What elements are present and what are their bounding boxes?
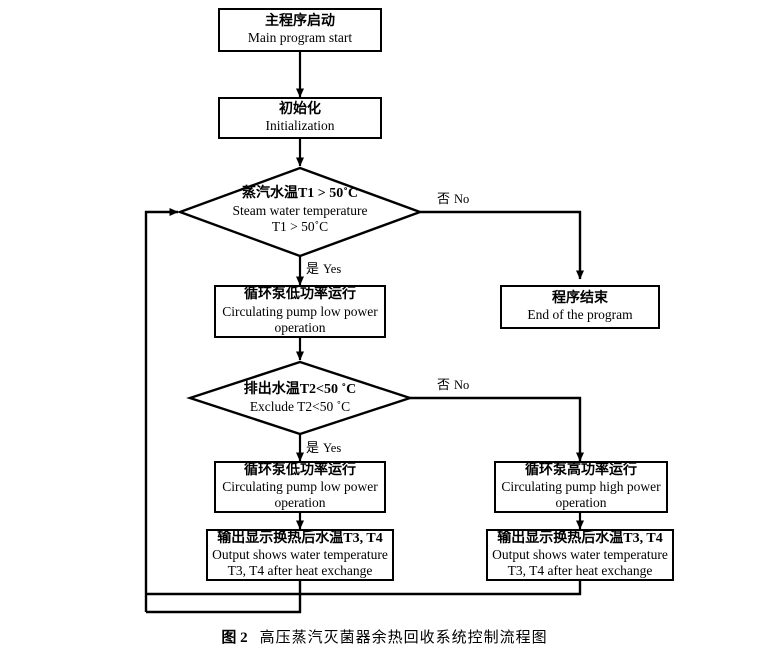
node-output-left-en-line2: T3, T4 after heat exchange <box>227 563 373 579</box>
node-pump-high-power-en-line1: Circulating pump high power <box>501 479 661 495</box>
edge-output-left-feedback <box>146 581 302 614</box>
node-pump-high-power[interactable]: 循环泵高功率运行 Circulating pump high power ope… <box>494 461 668 513</box>
node-pump-low-power-2-cn: 循环泵低功率运行 <box>244 462 356 478</box>
edge-decision2-no <box>410 396 584 462</box>
edge-label-decision2-yes-en: Yes <box>323 441 342 455</box>
edge-label-decision1-no-cn: 否 <box>437 191 451 206</box>
edge-label-decision2-no-cn: 否 <box>437 377 451 392</box>
node-output-left-en-line1: Output shows water temperature <box>212 547 388 563</box>
node-pump-low-power-1-en-line1: Circulating pump low power <box>222 303 378 319</box>
figure-caption-text: 高压蒸汽灭菌器余热回收系统控制流程图 <box>259 630 548 646</box>
node-initialization-en: Initialization <box>265 118 335 134</box>
edge-output-right-feedback <box>146 581 582 596</box>
node-pump-low-power-2[interactable]: 循环泵低功率运行 Circulating pump low power oper… <box>214 461 386 513</box>
decision1-shape <box>176 166 424 258</box>
node-pump-high-power-en-line2: operation <box>555 495 607 511</box>
node-pump-low-power-1-cn: 循环泵低功率运行 <box>244 287 356 303</box>
node-end-of-program-en: End of the program <box>527 307 633 323</box>
edge-label-decision1-yes-en: Yes <box>323 262 342 276</box>
node-main-program-start-en: Main program start <box>247 30 353 46</box>
node-output-right-en-line2: T3, T4 after heat exchange <box>507 563 653 579</box>
node-pump-low-power-2-en-line1: Circulating pump low power <box>222 479 378 495</box>
node-output-right-en-line1: Output shows water temperature <box>492 547 668 563</box>
node-end-of-program[interactable]: 程序结束 End of the program <box>500 285 660 329</box>
node-main-program-start-cn: 主程序启动 <box>265 13 335 29</box>
node-pump-low-power-1[interactable]: 循环泵低功率运行 Circulating pump low power oper… <box>214 285 386 338</box>
node-pump-high-power-cn: 循环泵高功率运行 <box>525 462 637 478</box>
edge-label-decision2-no-en: No <box>454 378 470 392</box>
node-pump-low-power-2-en-line2: operation <box>274 495 326 511</box>
edge-label-decision1-yes-cn: 是 <box>306 261 320 276</box>
node-pump-low-power-1-en-line2: operation <box>274 319 326 335</box>
decision2-shape <box>186 360 414 436</box>
edge-label-decision2-yes-cn: 是 <box>306 440 320 455</box>
node-output-right-cn: 输出显示换热后水温T3, T4 <box>497 530 663 546</box>
node-output-right[interactable]: 输出显示换热后水温T3, T4 Output shows water tempe… <box>486 529 674 581</box>
node-main-program-start[interactable]: 主程序启动 Main program start <box>218 8 382 52</box>
edge-label-decision1-no-en: No <box>454 192 470 206</box>
figure-caption: 图 2 高压蒸汽灭菌器余热回收系统控制流程图 <box>0 626 769 647</box>
edge-decision1-no <box>420 210 584 280</box>
node-output-left[interactable]: 输出显示换热后水温T3, T4 Output shows water tempe… <box>206 529 394 581</box>
node-initialization-cn: 初始化 <box>279 101 321 117</box>
edge-feedback-loop-spine <box>144 208 179 612</box>
node-output-left-cn: 输出显示换热后水温T3, T4 <box>217 530 383 546</box>
figure-caption-number: 图 2 <box>221 630 248 646</box>
node-initialization[interactable]: 初始化 Initialization <box>218 97 382 139</box>
node-end-of-program-cn: 程序结束 <box>552 290 608 306</box>
